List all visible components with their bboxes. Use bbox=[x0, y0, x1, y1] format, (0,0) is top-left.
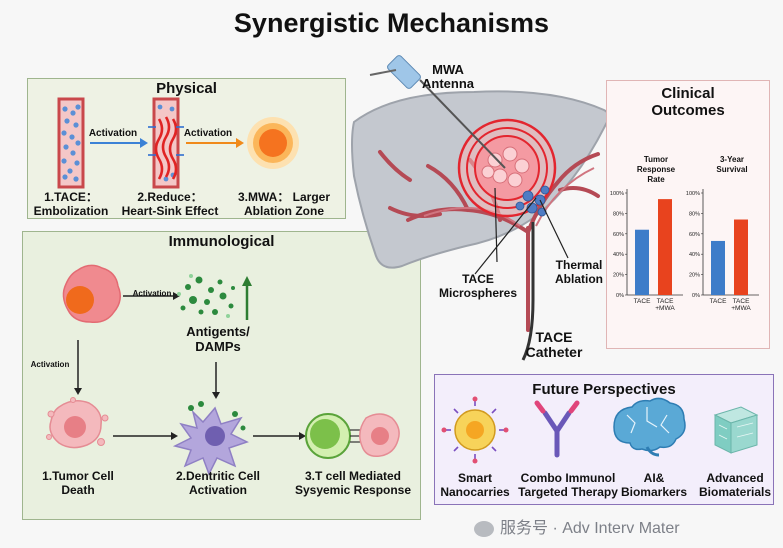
chart2-bar-1 bbox=[711, 240, 725, 295]
tumor-cell-icon bbox=[62, 264, 121, 324]
immunological-diagram bbox=[46, 264, 400, 476]
wechat-icon bbox=[474, 520, 494, 537]
chart2-tick-label: 60% bbox=[689, 232, 700, 238]
chart1-tick-label: 100% bbox=[610, 191, 624, 197]
chart1-title: Tumor Response Rate bbox=[636, 155, 676, 184]
immunological-title: Immunological bbox=[168, 233, 275, 250]
physical-arrow1-label: Activation bbox=[88, 128, 138, 139]
microspheres-icon bbox=[515, 185, 550, 217]
immuno-arrow-left-label: Activation bbox=[30, 360, 70, 369]
chart2-tick-label: 80% bbox=[689, 211, 700, 217]
physical-step2-label: 2.Reduce：Heart-Sink Effect bbox=[121, 190, 219, 218]
chart2-tick-label: 40% bbox=[689, 252, 700, 258]
chart2-category-label: TACE bbox=[733, 298, 751, 305]
future-title: Future Perspectives bbox=[532, 381, 676, 398]
antigens-label: Antigents/DAMPs bbox=[186, 324, 250, 354]
physical-panel: Physical bbox=[27, 78, 346, 219]
chart1-bar-2 bbox=[658, 199, 672, 295]
chart2-tick-label: 0% bbox=[692, 293, 700, 299]
nanoparticle-icon bbox=[441, 396, 509, 464]
page-title: Synergistic Mechanisms bbox=[233, 8, 550, 38]
immunological-panel: Immunological bbox=[22, 231, 421, 520]
chart1-tick-label: 0% bbox=[616, 293, 624, 299]
heat-sink-vessel-icon bbox=[148, 97, 184, 189]
future-perspectives-panel: Future Perspectives bbox=[434, 374, 774, 505]
biomaterial-cube-icon bbox=[713, 406, 759, 454]
dendritic-cell-icon bbox=[172, 401, 249, 476]
antigen-dots-icon bbox=[180, 276, 235, 315]
target-tumor-cell-icon bbox=[359, 413, 400, 458]
physical-step1-label: 1.TACE：Embolization bbox=[33, 190, 109, 218]
t-cell-icon bbox=[305, 413, 351, 459]
watermark: 服务号 · Adv Interv Mater bbox=[474, 514, 774, 538]
physical-diagram bbox=[57, 97, 299, 189]
chart1-category-label: TACE bbox=[634, 298, 652, 305]
chart1-tick-label: 20% bbox=[613, 273, 624, 279]
watermark-text: 服务号 · Adv Interv Mater bbox=[500, 520, 680, 537]
chart2-tick-label: 20% bbox=[689, 273, 700, 279]
immuno-arrow-top-label: Activation bbox=[132, 289, 172, 298]
chart1-tick-label: 80% bbox=[613, 211, 624, 217]
future-item-3-label: AI&Biomarkers bbox=[620, 471, 688, 499]
chart1-tick-label: 40% bbox=[613, 252, 624, 258]
chart2-category-label: +MWA bbox=[731, 305, 751, 312]
chart2-tick-label: 100% bbox=[686, 191, 700, 197]
embolized-vessel-icon bbox=[57, 97, 85, 189]
chart1-bar-1 bbox=[635, 229, 649, 295]
chart1-category-label: +MWA bbox=[655, 305, 675, 312]
chart2-bar-2 bbox=[734, 219, 748, 295]
brain-icon bbox=[613, 397, 686, 457]
physical-arrow2-label: Activation bbox=[183, 128, 233, 139]
chart1-category-label: TACE bbox=[657, 298, 675, 305]
chart2-category-label: TACE bbox=[710, 298, 728, 305]
physical-title: Physical bbox=[156, 80, 217, 97]
chart2-title: 3-Year Survival bbox=[716, 155, 748, 174]
ablation-zone-icon bbox=[247, 117, 299, 169]
antibody-icon bbox=[534, 400, 580, 458]
chart1-tick-label: 60% bbox=[613, 232, 624, 238]
dying-tumor-cell-icon bbox=[46, 397, 109, 449]
future-icons bbox=[441, 396, 759, 464]
thermal-ablation-zone-icon bbox=[457, 118, 557, 218]
